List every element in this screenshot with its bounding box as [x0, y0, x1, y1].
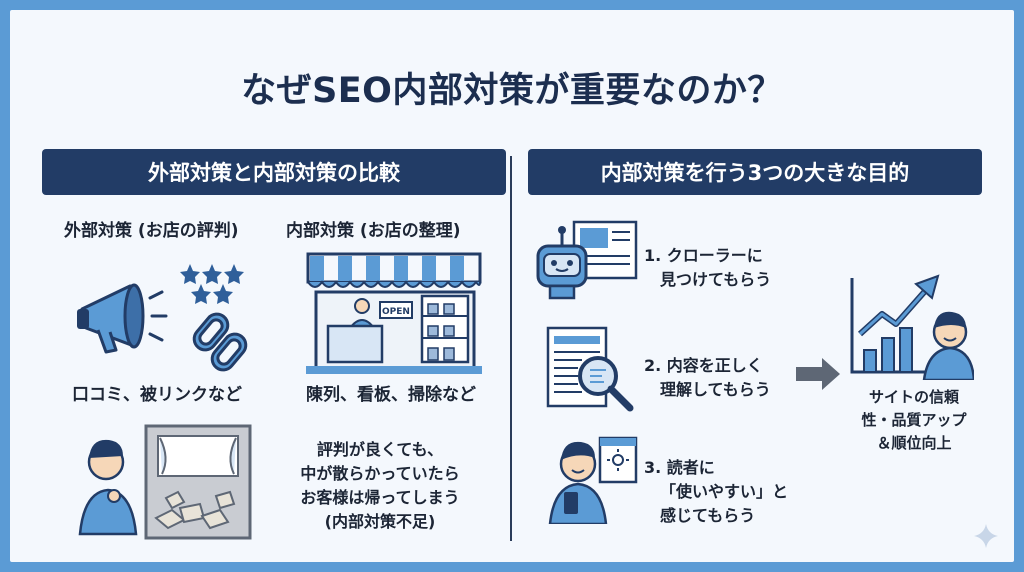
step-line: 見つけてもらう: [660, 270, 772, 289]
step-line: 感じてもらう: [660, 506, 756, 525]
step-line: 3. 読者に: [644, 458, 715, 477]
warning-line: 評判が良くても、: [316, 440, 444, 459]
column-divider: [510, 156, 512, 541]
storefront-icon: OPEN: [306, 252, 482, 374]
arrow-right-icon: [796, 358, 840, 390]
warning-line: 中が散らかっていたら: [300, 464, 460, 483]
comparison-banner: 外部対策と内部対策の比較: [42, 149, 506, 195]
step-line: 1. クローラーに: [644, 246, 763, 265]
chain-link-icon: [192, 312, 248, 372]
stars-icon: [180, 264, 244, 304]
external-illustration: [77, 264, 248, 372]
internal-caption: 陳列、看板、掃除など: [306, 385, 476, 405]
warning-line: (内部対策不足): [324, 512, 436, 531]
warning-text: 評判が良くても、 中が散らかっていたら お客様は帰ってしまう (内部対策不足): [280, 438, 480, 534]
step-line: 2. 内容を正しく: [644, 356, 763, 375]
open-sign: OPEN: [382, 307, 410, 317]
growth-chart-icon: [850, 274, 974, 380]
result-line: ＆順位向上: [876, 434, 952, 452]
step-line: 理解してもらう: [660, 380, 771, 399]
result-line: 性・品質アップ: [861, 411, 967, 429]
megaphone-icon: [77, 283, 168, 354]
internal-heading: 内部対策 (お店の整理): [286, 221, 461, 241]
magnifier-document-icon: [546, 326, 634, 412]
purposes-banner: 内部対策を行う3つの大きな目的: [528, 149, 982, 195]
result-text: サイトの信頼 性・品質アップ ＆順位向上: [836, 386, 992, 455]
step-line: 「使いやすい」と: [660, 482, 789, 501]
result-line: サイトの信頼: [868, 388, 959, 406]
robot-icon: [536, 220, 638, 300]
external-caption: 口コミ、被リンクなど: [72, 385, 242, 405]
warning-line: お客様は帰ってしまう: [300, 488, 460, 507]
messy-store-illustration: [78, 424, 252, 540]
page-title: なぜSEO内部対策が重要なのか？: [241, 71, 783, 111]
user-phone-icon: [548, 436, 638, 524]
step-3-text: 3. 読者に 「使いやすい」と 感じてもらう: [644, 456, 788, 528]
thinking-person-icon: [78, 439, 138, 536]
step-1-text: 1. クローラーに 見つけてもらう: [644, 244, 771, 292]
step-2-text: 2. 内容を正しく 理解してもらう: [644, 354, 771, 402]
sparkle-icon: [974, 524, 998, 548]
external-heading: 外部対策 (お店の評判): [64, 221, 239, 241]
infographic-card: なぜSEO内部対策が重要なのか？ 外部対策と内部対策の比較 外部対策 (お店の評…: [10, 10, 1014, 562]
